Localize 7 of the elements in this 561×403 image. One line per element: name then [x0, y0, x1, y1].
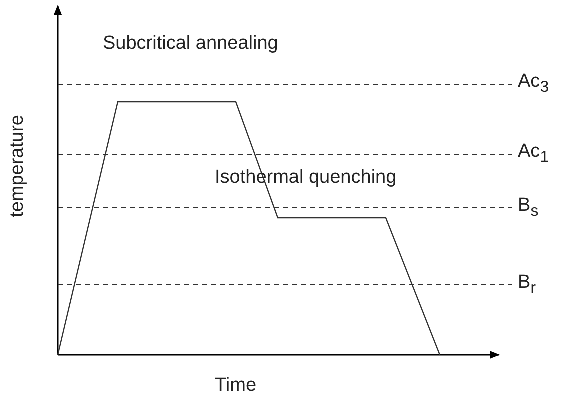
annealing-label: Subcritical annealing [103, 34, 278, 53]
temperature-line-label: B$_{s}$ [518, 196, 539, 220]
temperature-line-label: Ac$_{1}$ [518, 142, 549, 166]
temperature-line-label: Ac$_{3}$ [518, 72, 549, 96]
y-axis-label: temperature [8, 115, 27, 218]
x-axis-label: Time [215, 376, 257, 395]
temperature-line-label: B$_{r}$ [518, 273, 536, 297]
